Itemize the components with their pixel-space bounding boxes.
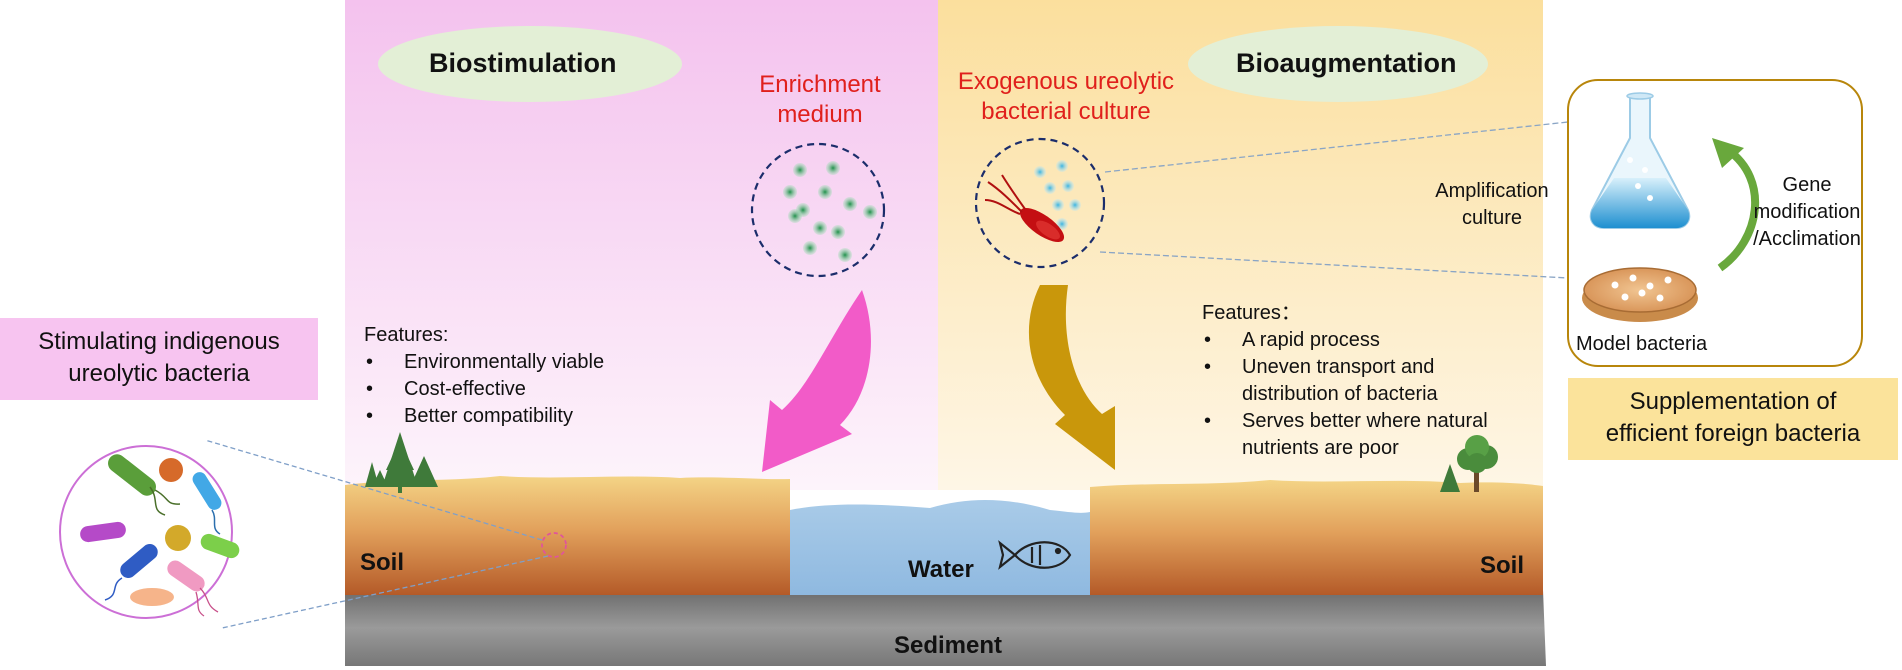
foreign-label-box	[1568, 378, 1898, 460]
feature-line: nutrients are poor	[1242, 437, 1399, 459]
feature-item: Cost-effective	[364, 376, 604, 403]
nutrient-particles-icon	[783, 161, 877, 262]
water-body	[790, 499, 1090, 595]
enrichment-medium-label: Enrichment medium	[740, 70, 900, 130]
gene-line3: /Acclimation	[1753, 228, 1861, 250]
soil-right	[1090, 480, 1543, 595]
gene-modification-arrow	[1717, 146, 1760, 272]
enrichment-medium-line1: Enrichment	[759, 71, 881, 98]
exogenous-culture-line2: bacterial culture	[981, 98, 1151, 125]
feature-line: Serves better where natural	[1242, 410, 1488, 432]
bioaugmentation-arrow	[1028, 285, 1115, 470]
sediment-label: Sediment	[894, 632, 1003, 659]
indigenous-label-box	[0, 318, 318, 400]
indigenous-label: Stimulating indigenous ureolytic bacteri…	[0, 326, 318, 390]
enrichment-medium-line2: medium	[777, 101, 863, 128]
soil-left	[345, 476, 790, 595]
feature-item: Environmentally viable	[364, 349, 604, 376]
indigenous-label-line1: Stimulating indigenous	[38, 328, 280, 355]
feature-line: Uneven transport and	[1242, 356, 1435, 378]
feature-item: A rapid process	[1202, 327, 1488, 354]
gene-line1: Gene	[1782, 174, 1832, 196]
exogenous-bacteria-icon	[984, 160, 1081, 243]
zoom-line-top	[204, 439, 543, 541]
bioaugmentation-title: Bioaugmentation	[1236, 48, 1457, 78]
soil-sample-marker	[541, 532, 567, 558]
foreign-label-line2: efficient foreign bacteria	[1605, 420, 1861, 447]
water-label: Water	[908, 556, 974, 583]
indigenous-label-line2: ureolytic bacteria	[68, 360, 250, 387]
biostimulation-features-heading: Features:	[364, 324, 449, 346]
fish-icon	[998, 540, 1072, 570]
exogenous-culture-label: Exogenous ureolytic bacterial culture	[936, 67, 1196, 127]
gene-modification-arrowhead	[1712, 138, 1744, 168]
biostimulation-arrow	[762, 290, 871, 472]
biostimulation-features: Features: Environmentally viable Cost-ef…	[364, 322, 604, 430]
bioaugmentation-features-heading: Features：	[1202, 302, 1301, 324]
soil-left-label: Soil	[360, 549, 405, 576]
feature-item: Better compatibility	[364, 403, 604, 430]
feature-line: distribution of bacteria	[1242, 383, 1438, 405]
bioaugmentation-title-ellipse	[1188, 26, 1488, 102]
feature-line: A rapid process	[1242, 329, 1380, 351]
gene-modification-label: Gene modification /Acclimation	[1752, 172, 1862, 253]
biostimulation-title-ellipse	[378, 26, 682, 102]
connector-line-bottom	[1099, 251, 1569, 279]
flask-icon	[1589, 92, 1691, 229]
exogenous-culture-line1: Exogenous ureolytic	[957, 68, 1175, 95]
bioaugmentation-features: Features： A rapid process Uneven transpo…	[1202, 300, 1488, 462]
amplification-label: Amplification culture	[1412, 178, 1572, 232]
enrichment-medium-circle	[750, 142, 886, 278]
feature-item: Uneven transport and distribution of bact…	[1202, 354, 1488, 408]
bacteria-cluster-icon	[80, 454, 240, 617]
biostimulation-title: Biostimulation	[429, 48, 617, 78]
exogenous-culture-circle	[974, 137, 1106, 269]
amplification-line2: culture	[1461, 207, 1523, 229]
foreign-label-line1: Supplementation of	[1629, 388, 1837, 415]
soil-right-label: Soil	[1480, 552, 1525, 579]
feature-item: Serves better where natural nutrients are…	[1202, 408, 1488, 462]
petri-dish-icon	[1582, 267, 1698, 322]
trees-left-icon	[365, 432, 438, 493]
connector-line-top	[1104, 121, 1569, 173]
sediment-layer	[345, 590, 1546, 666]
amplification-line1: Amplification	[1435, 180, 1549, 202]
foreign-label: Supplementation of efficient foreign bac…	[1568, 386, 1898, 450]
model-bacteria-label: Model bacteria	[1576, 333, 1708, 355]
gene-line2: modification	[1753, 201, 1861, 223]
